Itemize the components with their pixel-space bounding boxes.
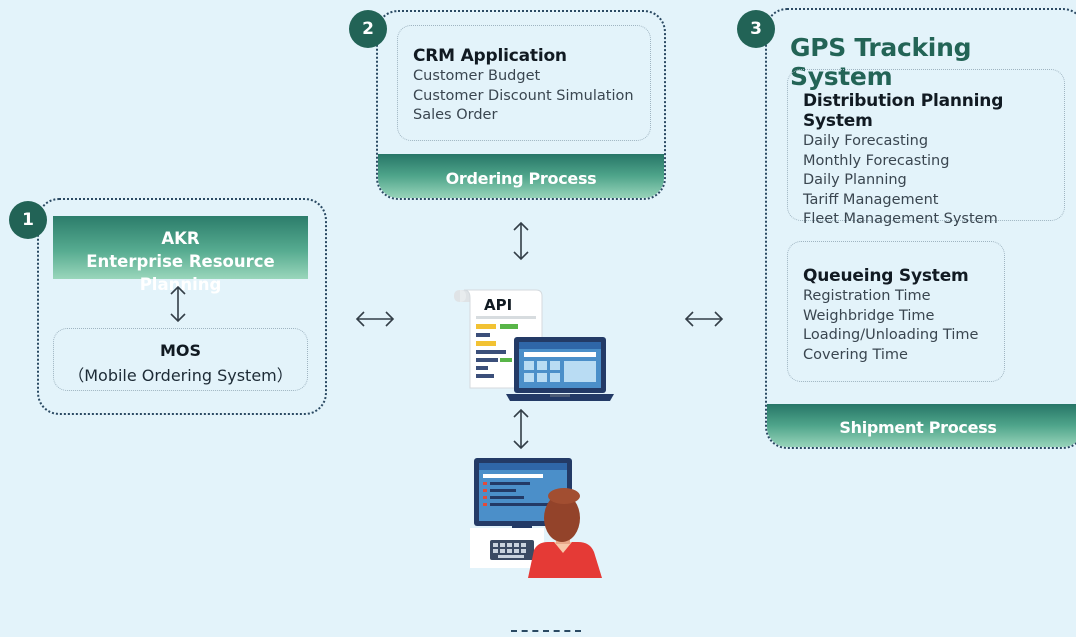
ordering-process-band: Ordering Process: [378, 154, 664, 198]
distribution-planning-box: Distribution Planning System Daily Forec…: [787, 69, 1065, 227]
vertical-arrow-icon: [513, 408, 529, 450]
akr-subtitle: Enterprise Resource Planning: [86, 252, 275, 294]
distribution-item: Daily Planning: [803, 172, 907, 188]
mos-box: MOS （Mobile Ordering System）: [53, 328, 308, 391]
queueing-title: Queueing System: [803, 266, 969, 286]
decorative-divider: [511, 630, 581, 632]
distribution-item: Tariff Management: [803, 191, 939, 208]
distribution-title: Distribution Planning System: [803, 91, 1004, 131]
horizontal-arrow-icon: [684, 311, 724, 327]
section-1-badge: 1: [9, 201, 47, 239]
crm-item-customer-budget: Customer Budget: [413, 68, 541, 84]
api-label: API: [484, 296, 513, 314]
akr-erp-box: AKR Enterprise Resource Planning: [53, 216, 308, 294]
erp-section-box: [37, 198, 327, 415]
crm-item-sales-order: Sales Order: [413, 107, 498, 123]
shipment-process-label: Shipment Process: [839, 418, 997, 437]
distribution-item: Fleet Management System: [803, 211, 998, 227]
user-at-computer-icon: [470, 458, 602, 578]
queueing-system-box: Queueing System Registration Time Weighb…: [787, 241, 1005, 382]
section-2-badge: 2: [349, 10, 387, 48]
crm-application-box: CRM Application Customer Budget Customer…: [397, 25, 651, 141]
shipment-process-band: Shipment Process: [767, 404, 1076, 447]
laptop-icon: [506, 337, 614, 401]
mos-subtitle: （Mobile Ordering System）: [68, 366, 293, 385]
akr-title: AKR: [161, 229, 200, 248]
ordering-section-box: Ordering Process: [376, 10, 666, 200]
distribution-item: Monthly Forecasting: [803, 152, 950, 169]
section-3-badge: 3: [737, 10, 775, 48]
queueing-item: Loading/Unloading Time: [803, 327, 979, 343]
distribution-item: Daily Forecasting: [803, 133, 929, 149]
vertical-arrow-icon: [513, 221, 529, 261]
shipment-section-box: Shipment Process: [765, 8, 1076, 449]
mos-title: MOS: [159, 341, 202, 360]
queueing-item: Weighbridge Time: [803, 307, 935, 324]
crm-item-discount-simulation: Customer Discount Simulation: [413, 87, 634, 104]
queueing-item: Covering Time: [803, 346, 908, 363]
ordering-process-label: Ordering Process: [445, 168, 597, 188]
crm-title: CRM Application: [413, 46, 567, 66]
gps-tracking-title: GPS Tracking System: [790, 33, 972, 91]
horizontal-arrow-icon: [355, 311, 395, 327]
vertical-arrow-icon: [170, 285, 186, 323]
queueing-item: Registration Time: [803, 288, 931, 304]
